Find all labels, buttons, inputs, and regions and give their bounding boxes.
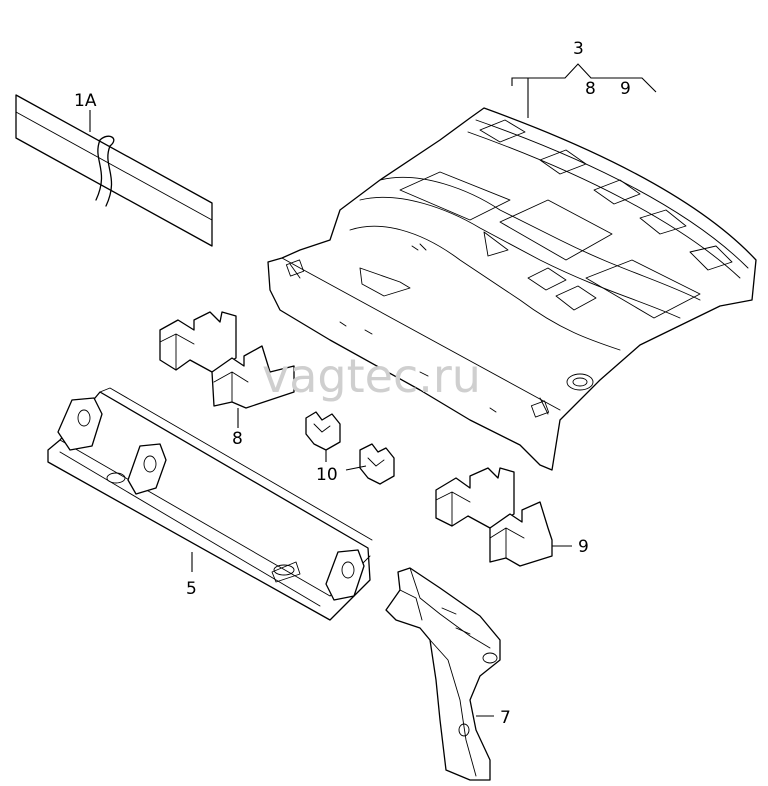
callout-10: 10 [316,465,338,485]
callout-3: 3 [573,39,584,59]
watermark: vagtec.ru [262,349,481,403]
leader-3-bracket [511,63,657,93]
callout-3-ref-8: 8 [585,79,596,99]
callout-1a: 1A [74,91,97,111]
part-7-pillar-reinforcement[interactable] [385,567,501,781]
part-8-brackets[interactable] [159,311,295,409]
part-3-parcel-shelf[interactable] [267,107,757,471]
callout-7: 7 [500,708,511,728]
part-10-clips[interactable] [305,411,395,485]
part-9-brackets[interactable] [435,467,553,567]
part-1a-insulation-strip[interactable] [15,94,213,247]
leader-10 [325,450,367,471]
callout-5: 5 [186,579,197,599]
callout-8: 8 [232,429,243,449]
part-5-cross-member[interactable] [47,387,373,621]
callout-3-ref-9: 9 [620,79,631,99]
callout-9: 9 [578,537,589,557]
